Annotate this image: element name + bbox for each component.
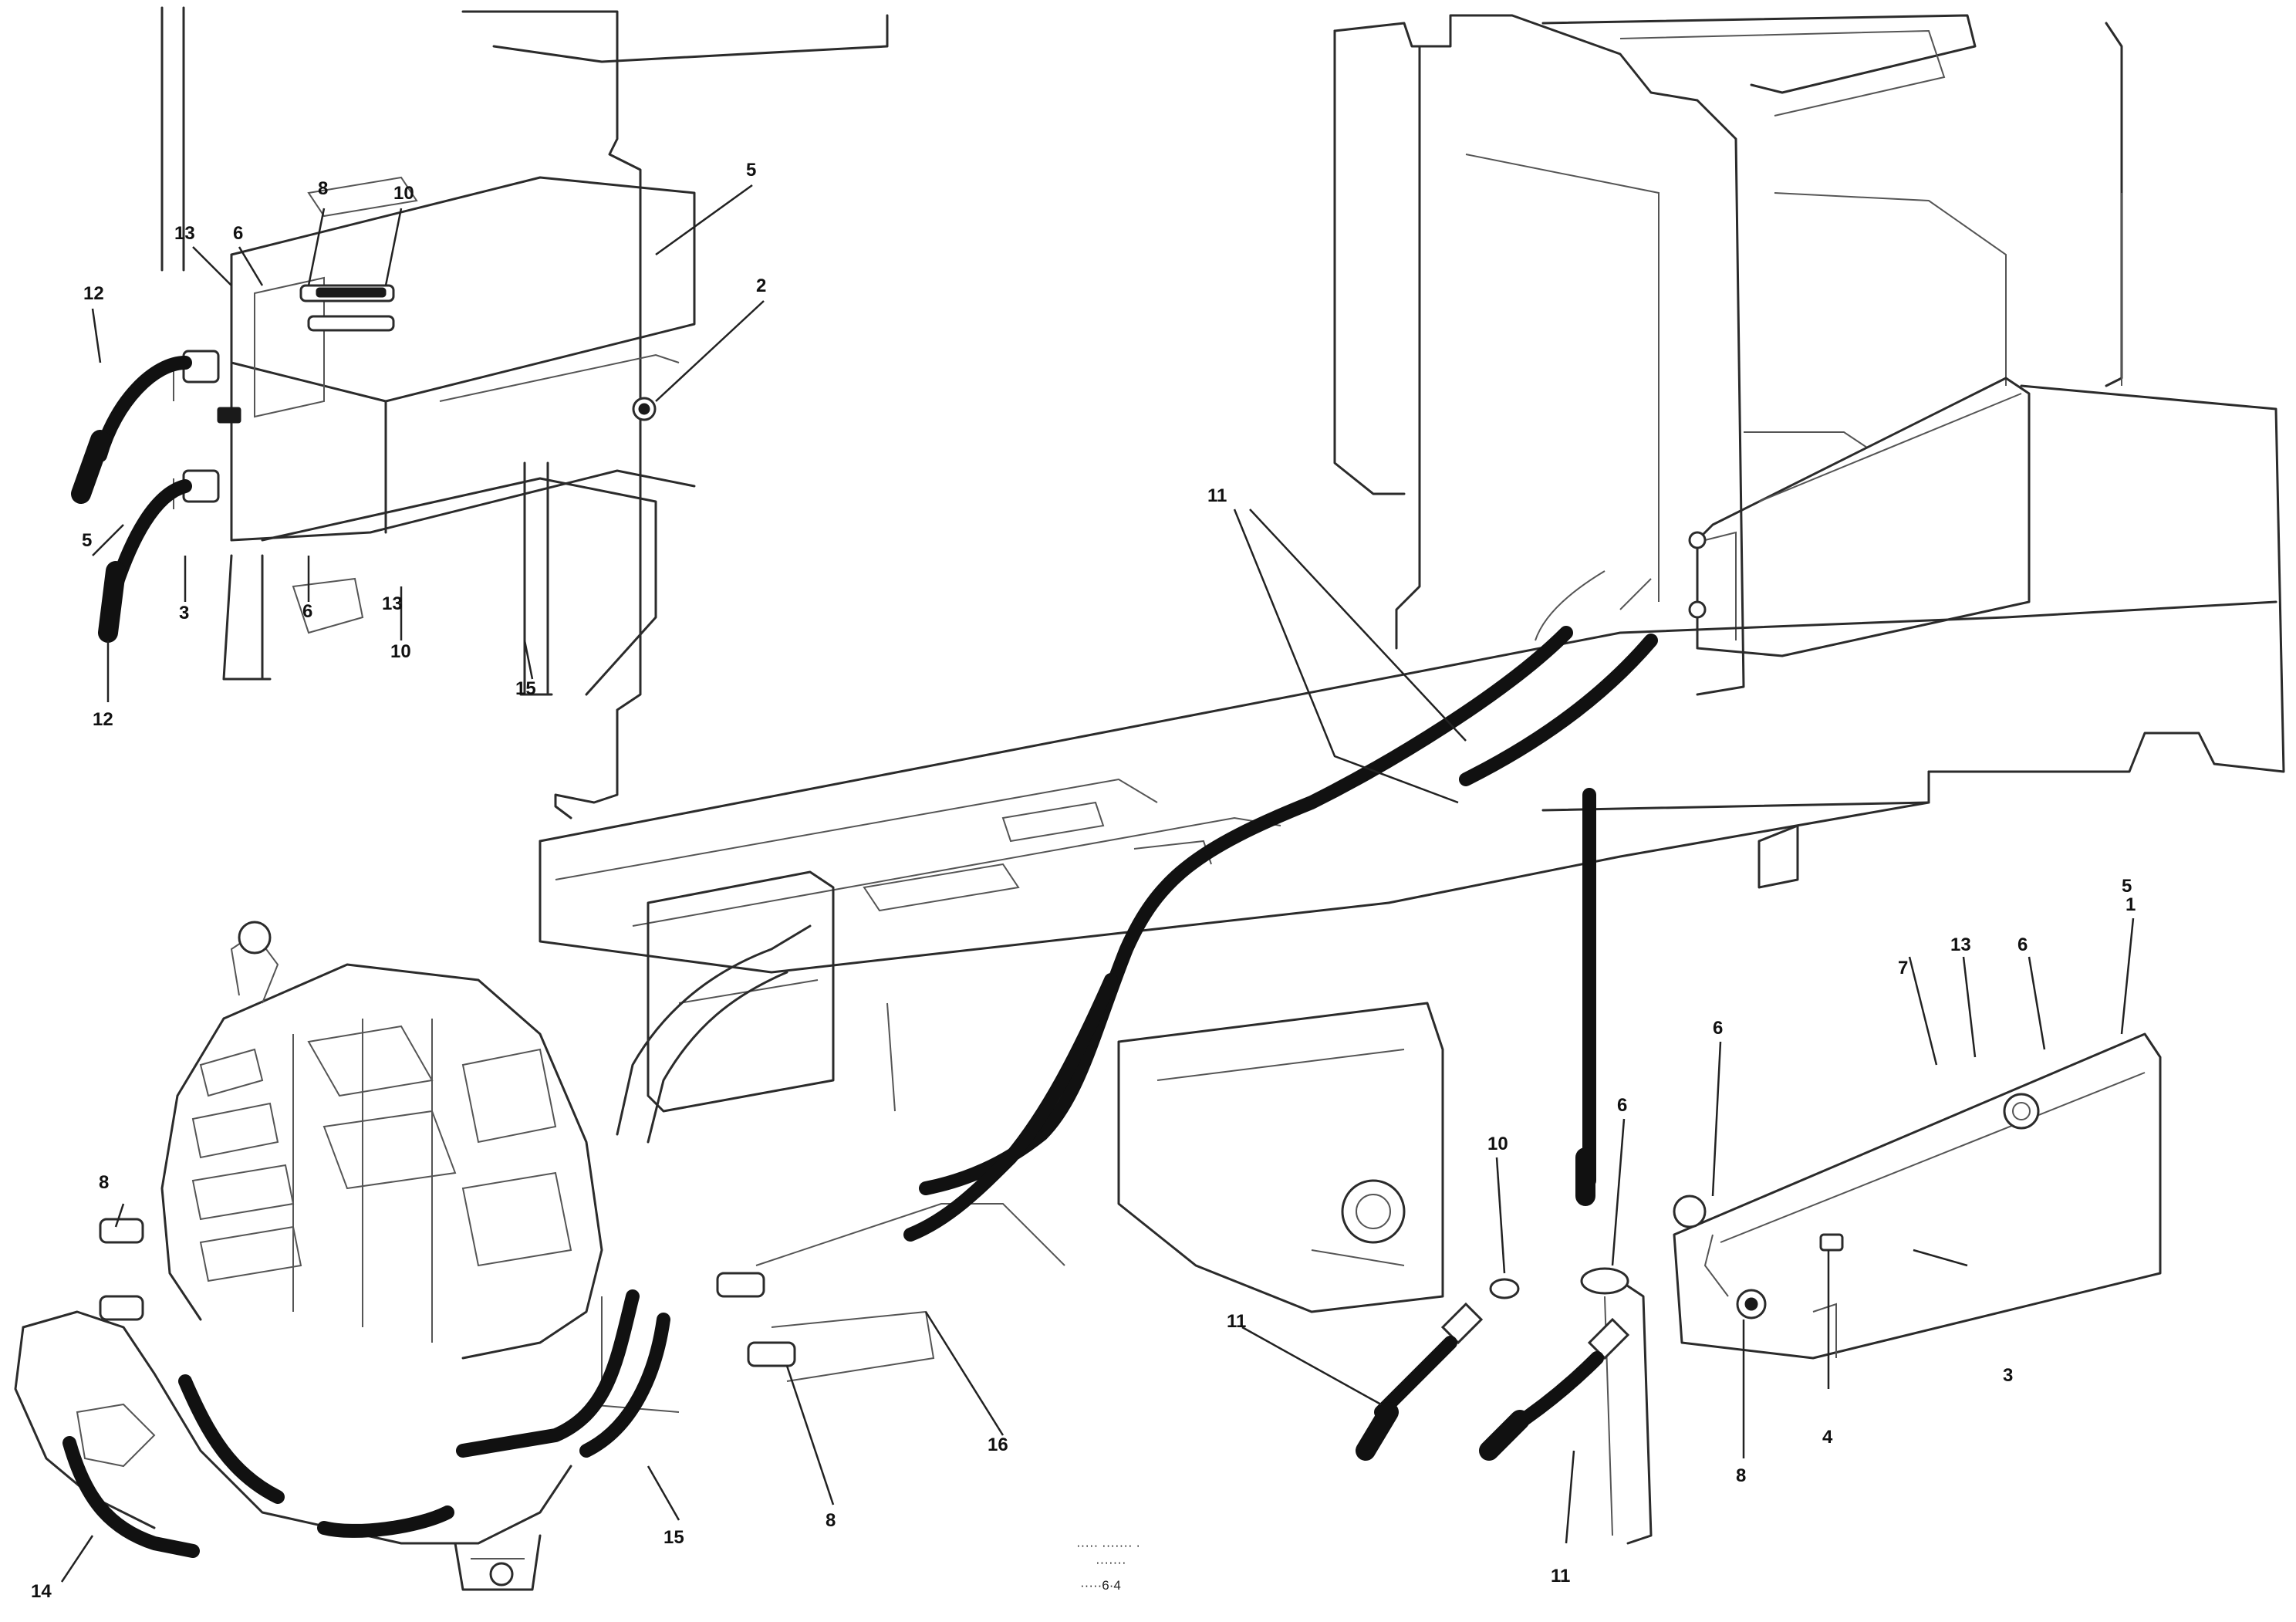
drawing-reference-line-3: ·····6·4: [1080, 1578, 1121, 1593]
callout-12-top: 12: [83, 283, 104, 304]
callout-11-bottom: 11: [1551, 1566, 1570, 1587]
callout-13-right: 13: [1950, 934, 1971, 955]
callout-6-fitting: 6: [1617, 1095, 1627, 1116]
cab-structure: [1333, 14, 2285, 773]
callout-1: 1: [2125, 894, 2136, 915]
drawing-reference-line-2: ·······: [1096, 1555, 1126, 1570]
callout-6-left: 6: [302, 601, 312, 622]
frame-rail: [539, 600, 2277, 1313]
callout-8-top: 8: [318, 178, 328, 199]
callout-6-mid: 6: [1713, 1018, 1723, 1039]
callout-15-bottom: 15: [663, 1527, 684, 1548]
lower-right-detail: [1356, 1032, 2162, 1545]
callout-6-top: 6: [233, 223, 243, 244]
callout-3-right: 3: [2003, 1365, 2013, 1386]
callout-10-right: 10: [1487, 1134, 1508, 1154]
transmission-assembly: [14, 921, 1065, 1591]
callout-7: 7: [1898, 958, 1908, 978]
callout-12-bottom: 12: [93, 709, 113, 730]
callout-3-left: 3: [179, 603, 189, 623]
callout-4: 4: [1822, 1427, 1833, 1448]
callout-8-right: 8: [1736, 1465, 1746, 1486]
hydraulic-hoses: [62, 570, 1658, 1558]
callout-13-top: 13: [174, 223, 195, 244]
callout-14: 14: [31, 1581, 52, 1602]
callout-labels: 12 13 6 8 10 5 2 5 3 6 12 10 15 13 11 7 …: [31, 160, 2136, 1602]
callout-16: 16: [988, 1434, 1008, 1455]
callout-5-right: 5: [2122, 876, 2132, 897]
leader-lines: [60, 184, 2135, 1583]
callout-11-center: 11: [1207, 485, 1227, 506]
callout-5-left: 5: [82, 530, 92, 551]
callout-10-top: 10: [393, 183, 414, 204]
callout-2-top: 2: [756, 275, 766, 296]
callout-13-bottom: 13: [382, 593, 403, 614]
callout-10-bottom: 10: [390, 641, 411, 662]
callout-8-bottom: 8: [826, 1510, 836, 1531]
callout-5-top: 5: [746, 160, 756, 181]
top-left-detail: [71, 6, 889, 819]
callout-6-right: 6: [2017, 934, 2028, 955]
drawing-reference-line-1: ····· ······· ·: [1076, 1538, 1140, 1553]
callout-15-top: 15: [515, 678, 536, 699]
callout-11-left: 11: [1227, 1311, 1246, 1332]
drawing-reference: ····· ······· · ······· ·····6·4: [1076, 1538, 1140, 1593]
callout-8-transmission: 8: [99, 1172, 109, 1193]
